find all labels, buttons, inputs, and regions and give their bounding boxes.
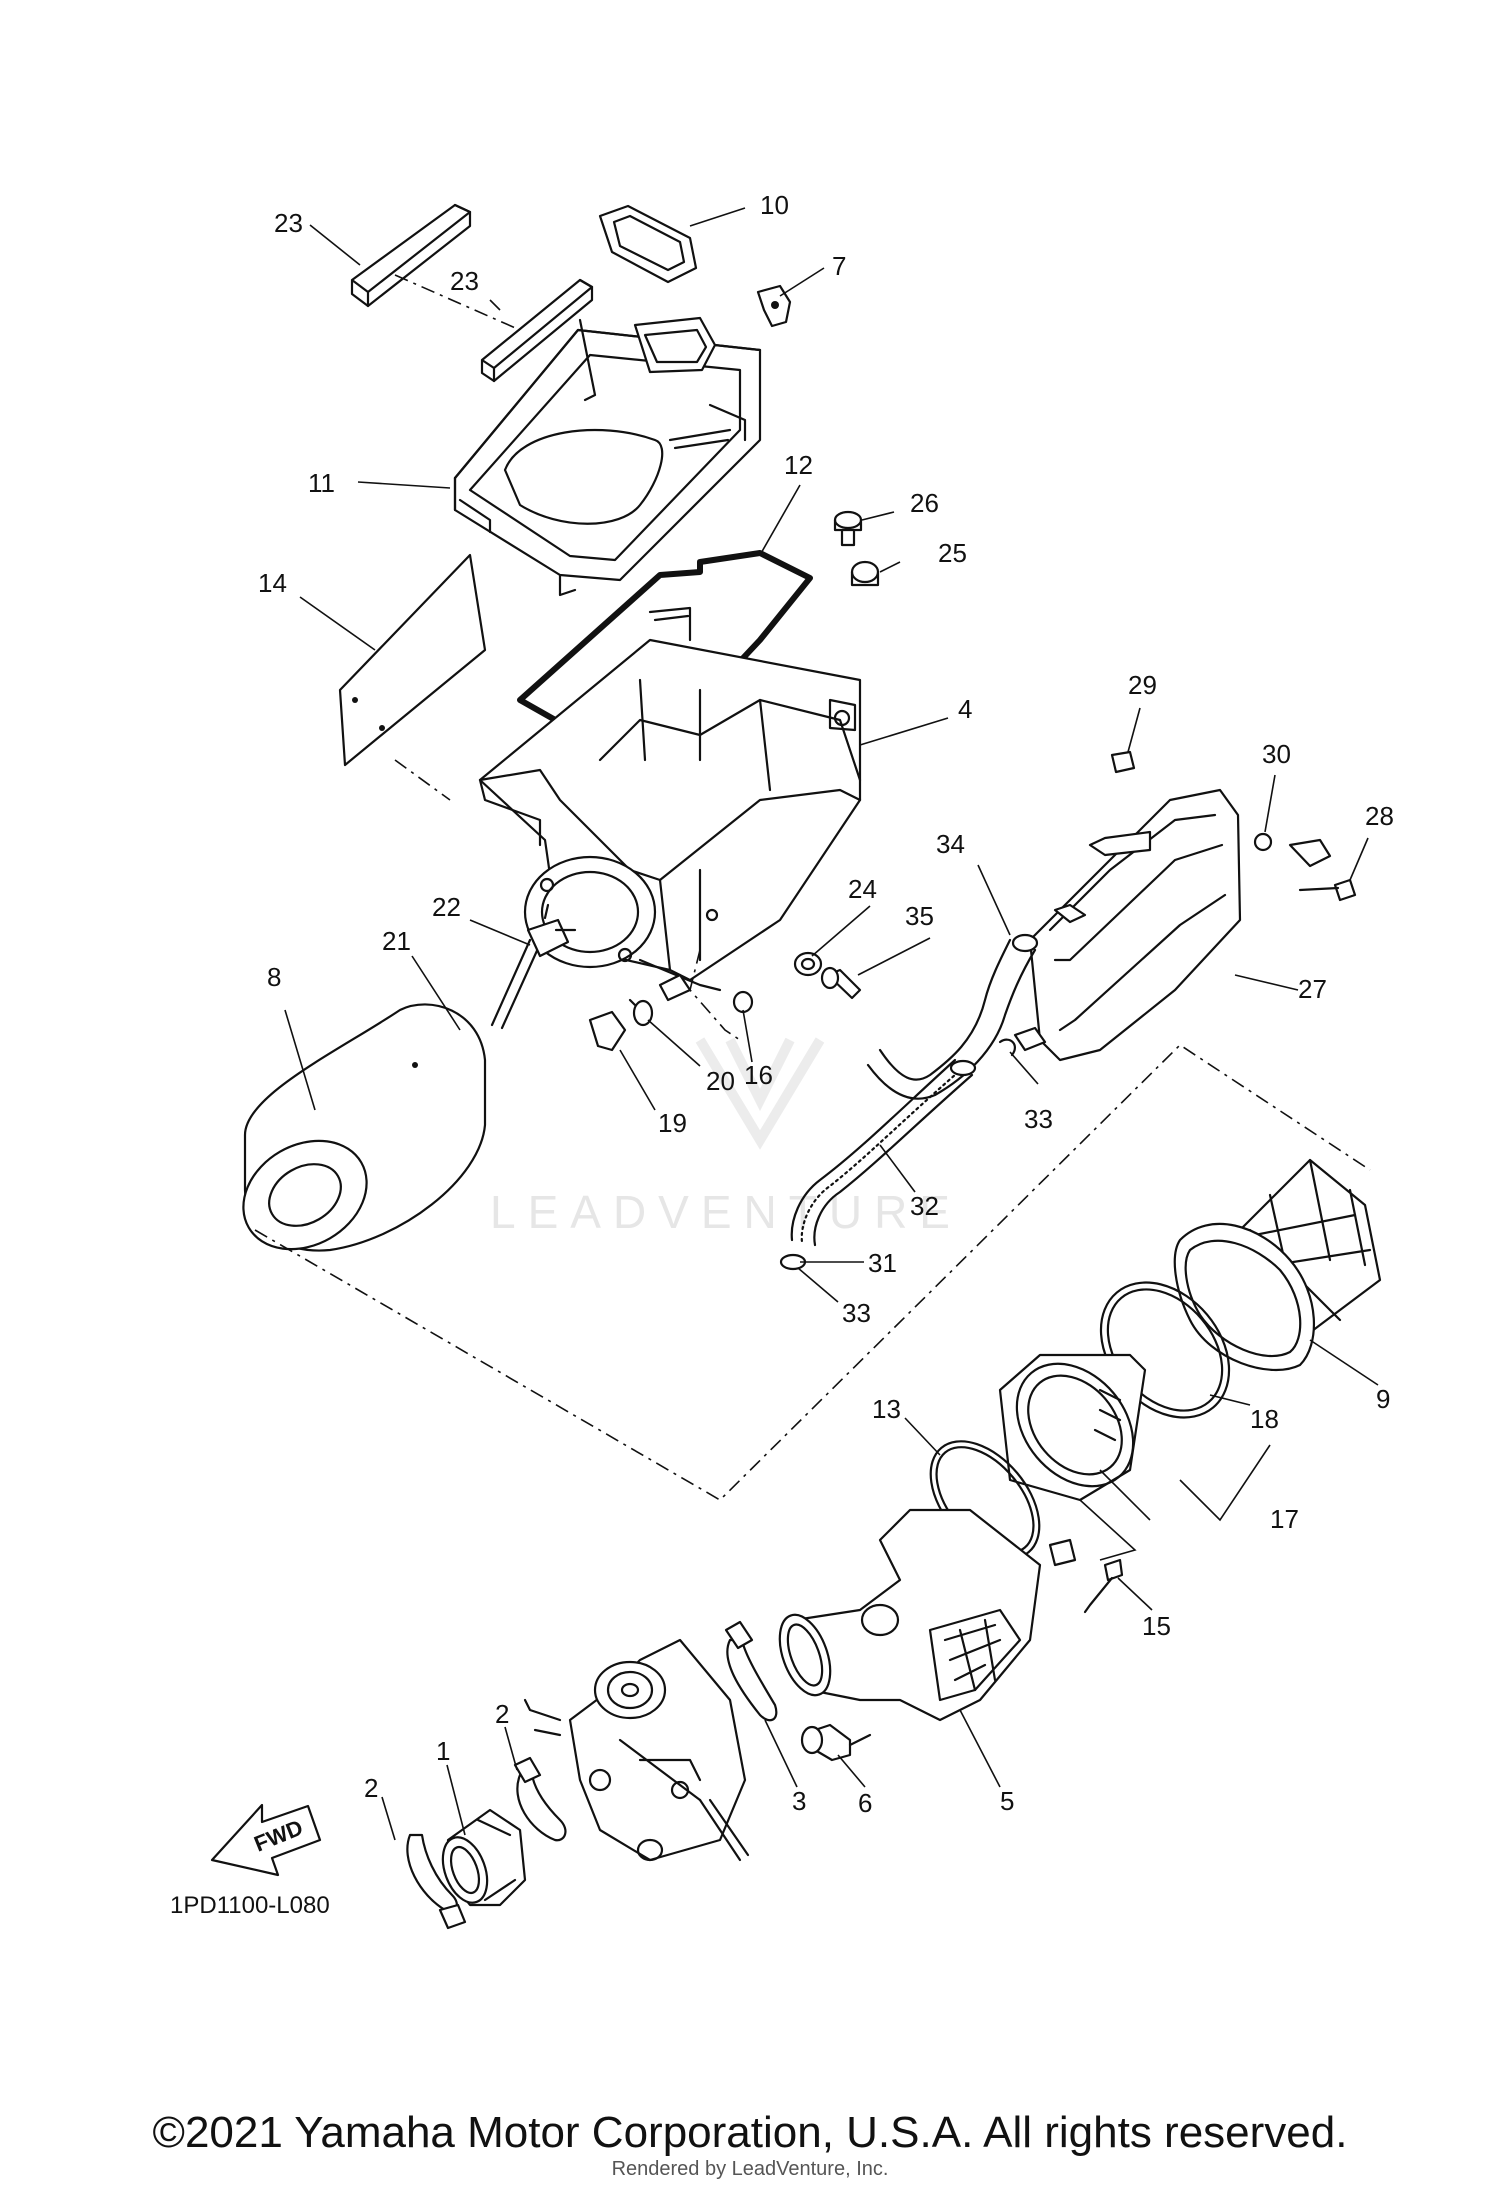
leader-lines (284, 207, 1379, 1841)
part-17-flange (998, 1353, 1147, 1502)
callout-35: 35 (905, 901, 934, 931)
part-32-corrugated-hose (790, 1058, 977, 1247)
part-26-bolt (833, 510, 863, 547)
part-29-grommet (1110, 750, 1136, 774)
callout-24: 24 (848, 874, 877, 904)
copyright-notice: ©2021 Yamaha Motor Corporation, U.S.A. A… (152, 2108, 1348, 2157)
part-2-clamp-right (513, 1756, 567, 1842)
drain-tube (658, 949, 741, 1041)
callout-4: 4 (958, 694, 972, 724)
callout-31: 31 (868, 1248, 897, 1278)
part-6-fitting (800, 1723, 872, 1762)
callout-32: 32 (910, 1191, 939, 1221)
callout-8: 8 (267, 962, 281, 992)
part-22-bolt (490, 903, 577, 1030)
part-5-joint (778, 1508, 1077, 1722)
watermark-text: LEADVENTURE (490, 1186, 962, 1238)
part-10-rubber-ring (598, 204, 698, 284)
callout-20: 20 (706, 1066, 735, 1096)
rendered-by-text: Rendered by LeadVenture, Inc. (611, 2158, 889, 2180)
callout-7: 7 (832, 251, 846, 281)
callout-3: 3 (792, 1786, 806, 1816)
callout-16: 16 (744, 1060, 773, 1090)
callout-28: 28 (1365, 801, 1394, 831)
callout-6: 6 (858, 1788, 872, 1818)
callout-labels: 23 23 10 7 11 12 26 25 14 4 29 30 28 34 … (170, 190, 1394, 1919)
callout-23-b: 23 (450, 266, 479, 296)
part-23-foam-strips (350, 203, 594, 383)
part-30-washer (1253, 832, 1273, 852)
part-8-air-filter (242, 1003, 487, 1252)
part-3-clamp (724, 1620, 778, 1722)
part-25-grommet (850, 560, 880, 587)
reference-lines (254, 274, 1371, 1561)
callout-11: 11 (308, 468, 335, 498)
callout-29: 29 (1128, 670, 1157, 700)
part-19-cap (588, 1010, 627, 1052)
callout-1: 1 (436, 1736, 450, 1766)
watermark: LEADVENTURE (490, 1037, 962, 1238)
callout-2-left: 2 (364, 1773, 378, 1803)
callout-14: 14 (258, 568, 287, 598)
callout-5: 5 (1000, 1786, 1014, 1816)
fwd-arrow-icon: FWD (210, 1803, 322, 1877)
diagram-code: 1PD1100-L080 (170, 1892, 330, 1919)
callout-27: 27 (1298, 974, 1327, 1004)
part-15-rivet (1083, 1558, 1124, 1614)
callout-21: 21 (382, 926, 411, 956)
part-28-bolt-clip (1288, 838, 1357, 902)
callout-26: 26 (910, 488, 939, 518)
part-14-sheet (338, 553, 487, 767)
part-9-screen (1173, 1158, 1382, 1372)
part-1-joint (441, 1808, 527, 1907)
part-2-clamp-left (406, 1833, 467, 1930)
part-16-washer (732, 990, 754, 1014)
callout-23-a: 23 (274, 208, 303, 238)
callout-33-a: 33 (1024, 1104, 1053, 1134)
part-34-hose (866, 933, 1039, 1100)
part-20-clamp (628, 998, 654, 1027)
callout-33-b: 33 (842, 1298, 871, 1328)
part-7-clip (756, 284, 792, 328)
callout-2-right: 2 (495, 1699, 509, 1729)
callout-19: 19 (658, 1108, 687, 1138)
callout-34: 34 (936, 829, 965, 859)
callout-17: 17 (1270, 1504, 1299, 1534)
callout-30: 30 (1262, 739, 1291, 769)
callout-13: 13 (872, 1394, 901, 1424)
part-33-clamp-upper (998, 1038, 1016, 1057)
callout-25: 25 (938, 538, 967, 568)
callout-18: 18 (1250, 1404, 1279, 1434)
part-11-air-cleaner-cover (453, 316, 762, 597)
carburetor (523, 1638, 750, 1862)
callout-10: 10 (760, 190, 789, 220)
part-24-grommet (793, 951, 823, 977)
part-35-union (820, 966, 862, 1000)
callout-22: 22 (432, 892, 461, 922)
callout-12: 12 (784, 450, 813, 480)
part-27-breather-box (1013, 788, 1242, 1062)
callout-9: 9 (1376, 1384, 1390, 1414)
callout-15: 15 (1142, 1611, 1171, 1641)
